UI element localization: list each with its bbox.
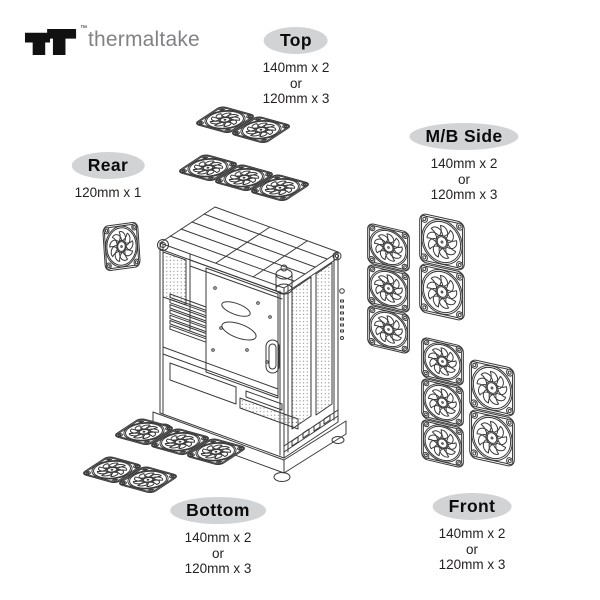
- top-spec-line: 140mm x 2: [262, 60, 330, 75]
- mb-side-spec-line: or: [457, 171, 470, 187]
- label-top: Top 140mm x 2 or 120mm x 3: [263, 27, 330, 107]
- bottom-140-fan-group: [81, 456, 179, 494]
- front-label-title: Front: [448, 496, 496, 516]
- mb-side-label-title: M/B Side: [425, 126, 503, 146]
- top-spec-line: or: [289, 75, 302, 91]
- front-140-fan-group: [470, 359, 515, 467]
- front-spec-line: 120mm x 3: [438, 557, 506, 572]
- top-spec: 140mm x 2 or 120mm x 3: [263, 60, 330, 107]
- bottom-spec: 140mm x 2 or 120mm x 3: [185, 530, 252, 577]
- label-rear: Rear 120mm x 1: [71, 152, 145, 201]
- mb-side-spec-line: 120mm x 3: [430, 187, 498, 202]
- trademark-symbol: ™: [80, 25, 87, 32]
- mb-side-spec-line: 140mm x 2: [430, 156, 498, 171]
- top-120-fan-group: [177, 154, 311, 202]
- rear-spec-line: 120mm x 1: [74, 185, 142, 200]
- front-spec-line: 140mm x 2: [438, 526, 506, 541]
- 140mm-fan: [420, 213, 465, 271]
- top-label-title: Top: [280, 30, 312, 50]
- 120mm-fan: [103, 222, 141, 271]
- bottom-label-pill: Bottom: [170, 497, 266, 524]
- mb-side-label-pill: M/B Side: [409, 123, 519, 150]
- bottom-spec-line: or: [211, 545, 224, 561]
- front-spec-line: or: [465, 541, 478, 557]
- top-label-pill: Top: [264, 27, 328, 54]
- front-spec: 140mm x 2 or 120mm x 3: [439, 526, 506, 573]
- case-illustration: [152, 206, 347, 482]
- 140mm-fan: [470, 359, 515, 417]
- rear-120-fan-group: [103, 222, 141, 271]
- bottom-spec-line: 120mm x 3: [184, 561, 252, 576]
- 140mm-fan: [420, 263, 465, 321]
- bottom-120-fan-group: [113, 418, 247, 466]
- label-bottom: Bottom 140mm x 2 or 120mm x 3: [170, 497, 266, 577]
- thermaltake-logo-icon: [24, 28, 77, 55]
- rear-spec: 120mm x 1: [75, 185, 142, 201]
- mb-140-fan-group: [420, 213, 465, 321]
- mb-120-fan-group: [368, 223, 410, 354]
- front-120-fan-group: [422, 337, 464, 468]
- top-spec-line: 120mm x 3: [262, 91, 330, 106]
- rear-label-pill: Rear: [71, 152, 145, 179]
- 140mm-fan: [470, 409, 515, 467]
- front-label-pill: Front: [432, 493, 512, 520]
- mb-side-spec: 140mm x 2 or 120mm x 3: [431, 156, 498, 203]
- bottom-label-title: Bottom: [186, 500, 250, 520]
- brand-name: thermaltake: [88, 28, 200, 51]
- top-140-fan-group: [194, 106, 292, 144]
- label-mb-side: M/B Side 140mm x 2 or 120mm x 3: [409, 123, 519, 203]
- bottom-spec-line: 140mm x 2: [184, 530, 252, 545]
- rear-label-title: Rear: [87, 155, 129, 175]
- label-front: Front 140mm x 2 or 120mm x 3: [432, 493, 512, 573]
